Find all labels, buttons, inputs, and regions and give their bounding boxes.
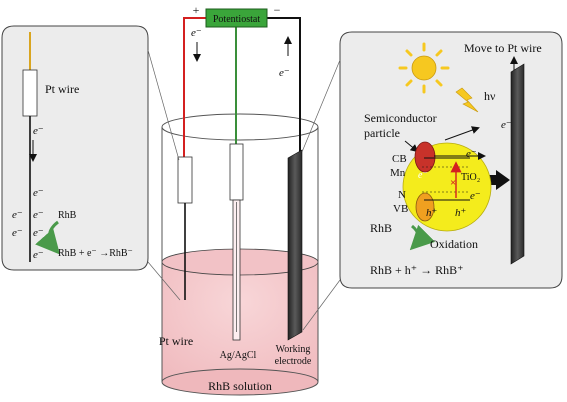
vb-label: VB [393,203,408,215]
reference-cap [229,143,244,201]
right-electron: e⁻ [466,148,477,160]
cell-reference-label: Ag/AgCl [220,350,257,361]
semiconductor-label-1: Semiconductor [364,111,437,125]
left-pt-wire-label: Pt wire [45,82,79,96]
pt-wire-electrode [177,156,193,300]
left-electron-r1b: e⁻ [33,209,44,221]
left-panel-box [1,25,149,271]
black-wire [266,17,301,155]
lightning-icon [455,87,479,113]
left-electron-top: e⁻ [33,125,44,137]
tio2-label: TiO₂ [461,172,480,183]
n-label: N [398,189,406,201]
left-connector-bottom [147,261,181,301]
cb-label: CB [392,153,407,165]
wire-electron: e⁻ [501,119,512,131]
hv-label: hν [484,89,496,103]
left-electron-r1a: e⁻ [12,209,23,221]
blocked-mark: × [450,177,456,189]
left-reaction: RhB + e⁻ →RhB⁻ [58,248,133,259]
red-wire [183,17,206,158]
reference-electrode [229,143,244,341]
wires [183,17,301,158]
cell-working-label-1: Working [276,344,311,355]
working-electrode-plate [287,149,303,341]
outer-electron: e⁻ [470,190,481,202]
semiconductor-pointer [404,140,419,153]
red-wire-electron: e⁻ [191,27,202,39]
potentiostat: Potentiostat + − [193,3,281,28]
pt-wire-holder [177,156,193,204]
oxidation-green-arrow [409,224,436,251]
potentiostat-box [205,8,268,28]
cell-working-label-2: electrode [275,356,312,367]
band-hole: h⁺ [426,207,438,219]
right-connector-top [301,59,341,153]
plus-sign: + [193,3,200,17]
move-label: Move to Pt wire [464,41,542,55]
working-electrode [287,149,303,341]
right-panel: hν Move to Pt wire e⁻ Semiconductor part… [301,31,563,331]
semiconductor-label-2: particle [364,126,400,140]
left-green-arrow [35,220,60,255]
cell-solution-label: RhB solution [208,379,272,393]
left-electron-r2b: e⁻ [33,227,44,239]
right-rhb-label: RhB [370,221,392,235]
outer-electron-arrow [444,126,480,141]
left-connector-top [147,49,180,161]
minus-sign: − [274,3,281,17]
left-rhb-label: RhB [58,210,77,221]
potentiostat-label: Potentiostat [213,14,260,25]
right-reaction: RhB + h⁺ → RhB⁺ [370,263,463,277]
left-holder [22,69,38,117]
cell-pt-wire-label: Pt wire [159,334,193,348]
right-connector-bottom [302,279,341,331]
left-electron-r3: e⁻ [33,249,44,261]
mn-ellipse [414,141,436,173]
mn-label: Mn [390,167,406,179]
band-electron: e⁻ [418,170,428,181]
sun-icon [398,42,450,94]
beaker-base [161,368,319,396]
right-electrode-plate [510,63,525,265]
left-electron-r2a: e⁻ [12,227,23,239]
inner-hole: h⁺ [455,207,467,219]
left-electron-mid: e⁻ [33,187,44,199]
oxidation-label: Oxidation [430,237,478,251]
black-wire-electron: e⁻ [279,67,290,79]
left-panel: Pt wire e⁻ e⁻ e⁻ e⁻ e⁻ e⁻ e⁻ RhB RhB + e… [1,25,181,301]
beaker-rim [161,113,319,141]
